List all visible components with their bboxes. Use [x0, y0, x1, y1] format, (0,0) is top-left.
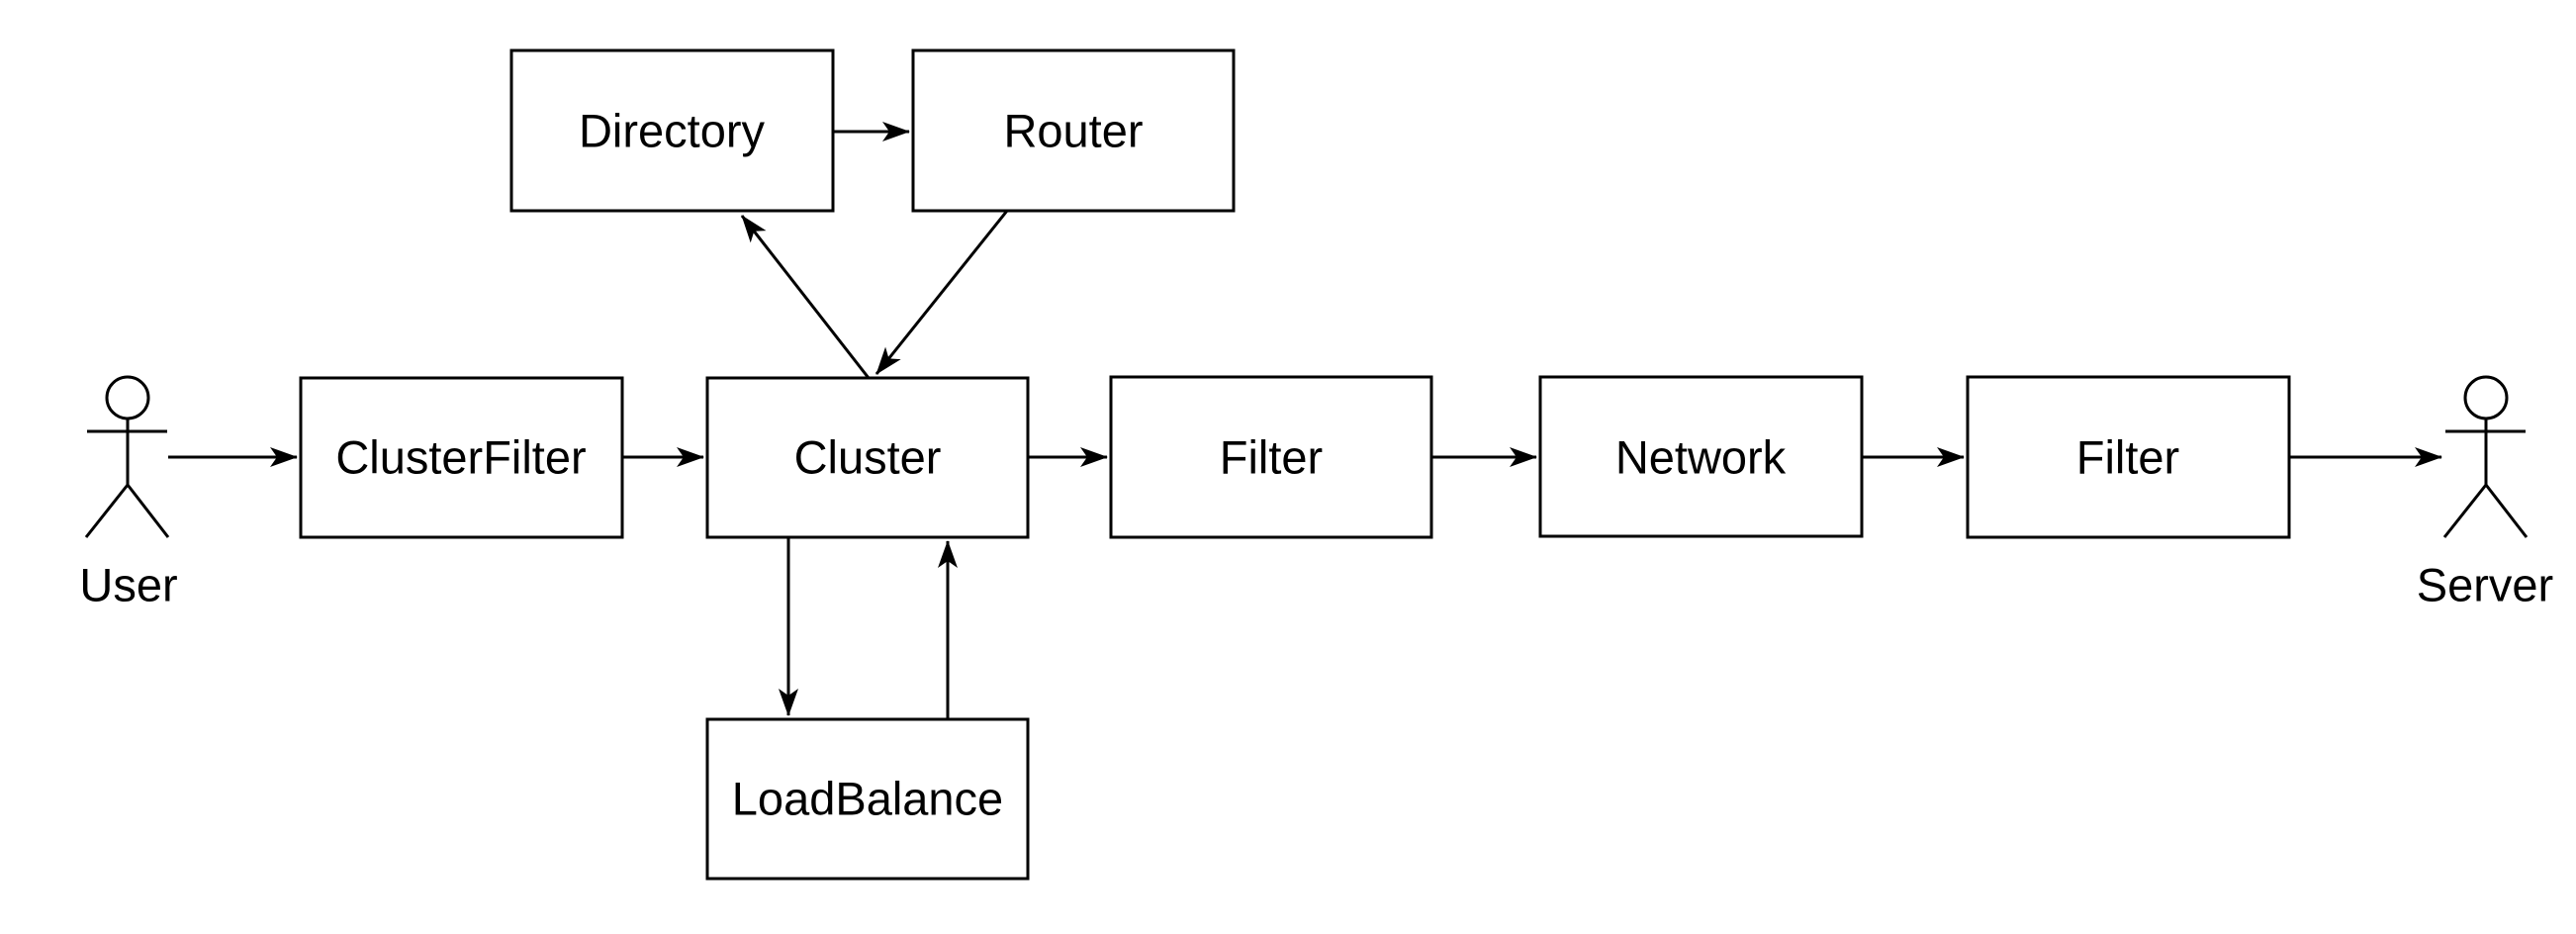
edges: [168, 122, 2442, 719]
node-router-label: Router: [1003, 105, 1143, 157]
actor-server: Server: [2417, 375, 2553, 611]
user-left-leg: [84, 484, 130, 538]
node-directory-box: [509, 48, 835, 213]
node-directory-label: Directory: [579, 105, 766, 157]
server-right-leg: [2484, 484, 2529, 538]
node-filter-2: Filter: [1966, 375, 2291, 539]
node-router-box: [911, 48, 1236, 213]
server-left-leg: [2442, 484, 2488, 538]
node-filter-2-box: [1966, 375, 2291, 539]
node-clusterfilter: ClusterFilter: [299, 376, 624, 539]
node-cluster: Cluster: [705, 376, 1030, 539]
node-filter-1-label: Filter: [1220, 431, 1323, 484]
actor-user: User: [79, 375, 178, 611]
user-head: [105, 375, 150, 420]
node-loadbalance-box: [705, 717, 1030, 881]
actor-user-label: User: [79, 559, 177, 611]
node-loadbalance-label: LoadBalance: [732, 773, 1003, 825]
node-loadbalance: LoadBalance: [705, 717, 1030, 881]
user-right-leg: [126, 484, 170, 538]
node-network: Network: [1538, 375, 1864, 538]
node-filter-2-label: Filter: [2076, 431, 2179, 484]
server-actor-icon: [2442, 375, 2529, 538]
server-head: [2463, 375, 2509, 420]
node-clusterfilter-label: ClusterFilter: [335, 431, 586, 484]
node-network-label: Network: [1615, 431, 1787, 484]
node-directory: Directory: [509, 48, 835, 213]
node-cluster-box: [705, 376, 1030, 539]
user-actor-icon: [84, 375, 170, 538]
edge-cluster-to-directory: [740, 215, 871, 379]
edge-router-to-cluster: [874, 210, 1009, 375]
node-network-box: [1538, 375, 1864, 538]
node-cluster-label: Cluster: [794, 431, 942, 484]
node-router: Router: [911, 48, 1236, 213]
node-clusterfilter-box: [299, 376, 624, 539]
actor-server-label: Server: [2417, 559, 2553, 611]
node-filter-1-box: [1109, 375, 1433, 539]
node-filter-1: Filter: [1109, 375, 1433, 539]
